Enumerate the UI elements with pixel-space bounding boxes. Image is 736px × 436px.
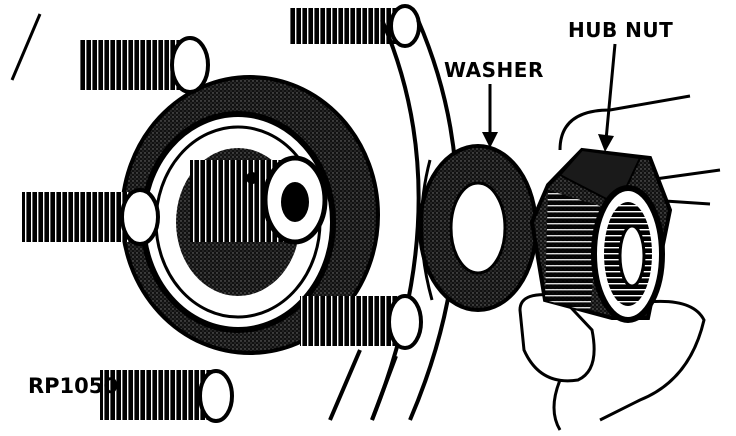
stud-mid-left <box>22 188 160 246</box>
hub-nut <box>529 147 673 323</box>
washer-label: WASHER <box>444 58 544 82</box>
edge-stroke <box>10 13 42 81</box>
washer <box>418 144 538 312</box>
spindle <box>190 155 328 245</box>
stud-upper-left <box>80 36 210 94</box>
rim-bottom <box>328 349 398 421</box>
hub-nut-label: HUB NUT <box>568 18 674 42</box>
stud-top <box>290 4 421 48</box>
stud-lower <box>300 294 423 350</box>
leader-washer <box>482 84 498 148</box>
stud-bottom <box>100 369 234 423</box>
leader-hub-nut <box>598 43 617 152</box>
figure-code-label: RP1050 <box>28 374 119 398</box>
